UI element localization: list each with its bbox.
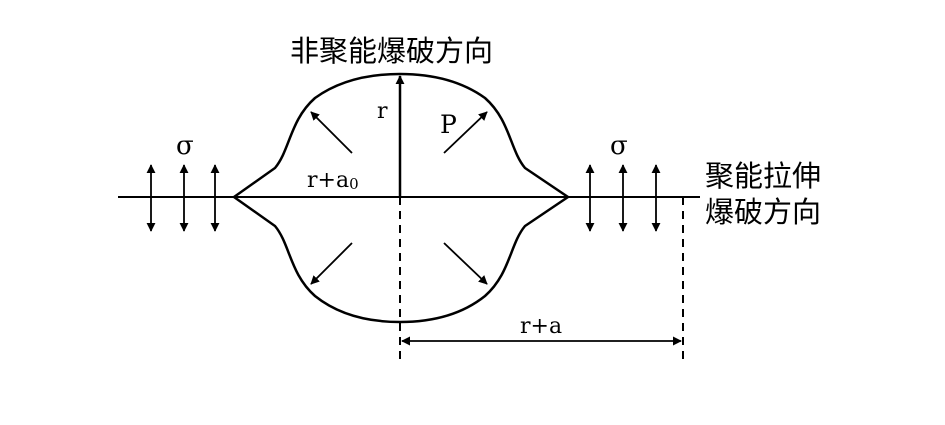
pressure-label: P	[440, 110, 457, 139]
pressure-arrow-upper-left	[310, 111, 353, 154]
blast-hole-outline	[231, 72, 571, 324]
pressure-arrow-lower-left	[310, 242, 353, 285]
pressure-arrow-upper-right	[443, 111, 488, 154]
radius-label: r	[377, 99, 388, 124]
sigma-left-label: σ	[176, 131, 194, 161]
r-plus-a0-base: r+a	[307, 168, 350, 193]
r-plus-a-label: r+a	[520, 314, 563, 339]
pressure-arrow-lower-right	[443, 242, 488, 285]
r-plus-a0-label: r+a0	[307, 170, 359, 192]
sigma-right-label: σ	[610, 131, 628, 161]
shaped-tension-direction-label-line2: 爆破方向	[705, 195, 822, 229]
shaped-tension-direction-label-line1: 聚能拉伸	[705, 159, 822, 193]
r-plus-a0-subscript: 0	[349, 175, 359, 193]
non-shaped-direction-label: 非聚能爆破方向	[290, 34, 494, 68]
